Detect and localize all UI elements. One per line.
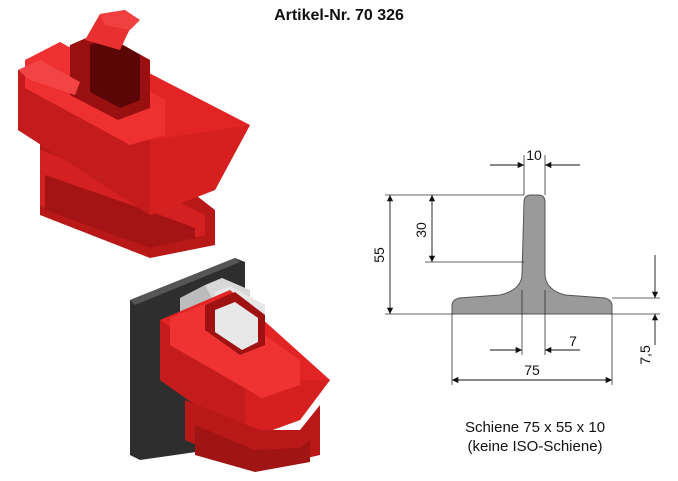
dim-label-total-height: 55 [371,247,387,263]
article-number-title: Artikel-Nr. 70 326 [274,7,404,24]
rail-profile [451,194,613,315]
dim-label-top-width: 10 [526,147,542,163]
dim-label-web-height: 30 [413,222,429,238]
caption-line-1: Schiene 75 x 55 x 10 [464,419,606,436]
rail-cross-section: 10 30 55 75 7 7,5 [371,147,660,385]
caption-line-2: (keine ISO-Schiene) [467,438,603,455]
clamp-part-top [18,10,250,258]
rail-caption: Schiene 75 x 55 x 10 (keine ISO-Schiene) [390,418,678,456]
dim-label-bottom-width: 75 [524,362,540,378]
dim-label-web-base: 7 [569,333,577,349]
dim-label-foot-height: 7,5 [637,345,653,365]
clamp-assembly-bottom [130,258,330,472]
